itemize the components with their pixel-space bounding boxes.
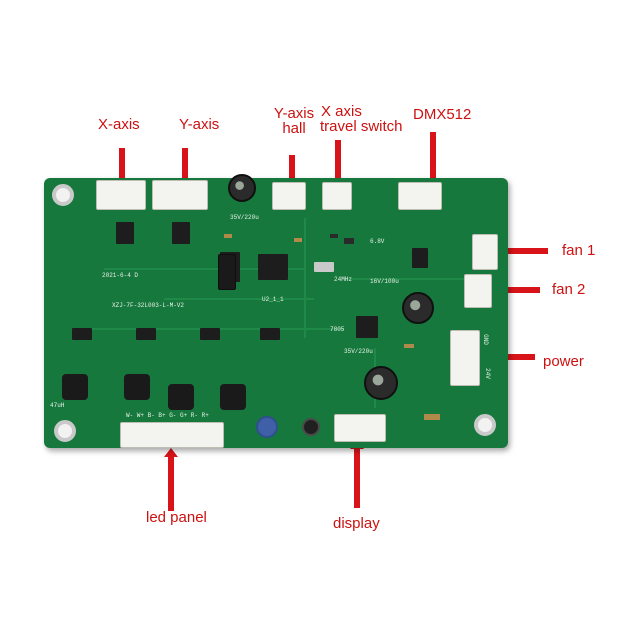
connector-y-axis [152, 180, 208, 210]
label-y-axis-hall: Y-axis hall [272, 106, 316, 136]
inductor [124, 374, 150, 400]
jumper-header [218, 254, 236, 290]
electrolytic-capacitor [364, 366, 398, 400]
pcb-board: GND 24V W- W+ B- B+ G- G+ R- R+ 35V/220u… [44, 174, 508, 448]
silk-u2: U2_1_1 [262, 296, 284, 303]
blue-capacitor [256, 416, 278, 438]
silk-cap3: 16V/100u [370, 278, 399, 285]
label-power: power [543, 353, 584, 370]
arrow-x-axis [115, 148, 129, 188]
silk-gnd: GND [481, 334, 489, 345]
inductor [168, 384, 194, 410]
label-dmx512: DMX512 [413, 106, 472, 123]
arrow-x-axis-travel-switch [331, 140, 345, 190]
label-display: display [333, 515, 380, 532]
mosfet [200, 328, 220, 340]
silk-vr: 6.8V [370, 238, 385, 245]
label-y-axis-hall-line1: Y-axis [273, 105, 315, 122]
arrow-y-axis-hall [285, 155, 299, 188]
electrolytic-capacitor [228, 174, 256, 202]
mosfet [136, 328, 156, 340]
silk-24v: 24V [483, 368, 491, 379]
connector-display [334, 414, 386, 442]
silk-board-id: XZJ-7F-32L003-L-M-V2 [112, 302, 185, 309]
ic-chip [172, 222, 190, 244]
label-fan2: fan 2 [552, 281, 586, 298]
silk-crystal: 24MHz [334, 276, 353, 283]
connector-fan1 [472, 234, 498, 270]
inductor [220, 384, 246, 410]
ic-main-chip [258, 254, 288, 280]
mounting-hole [52, 184, 74, 206]
silk-cap4: 35V/220u [344, 348, 373, 355]
ic-chip [116, 222, 134, 244]
regulator [356, 316, 378, 338]
connector-dmx512 [398, 182, 442, 210]
connector-y-axis-hall [272, 182, 306, 210]
inductor [62, 374, 88, 400]
mosfet [72, 328, 92, 340]
arrow-fan1 [496, 244, 548, 258]
label-x-axis-travel-switch: X axis travel switch [320, 104, 403, 134]
label-x-axis-travel-line1: X axis [321, 103, 362, 120]
electrolytic-capacitor [402, 292, 434, 324]
label-y-axis-hall-line2: hall [282, 120, 306, 137]
arrow-led-panel [164, 448, 178, 511]
label-led-panel: led panel [146, 509, 207, 526]
silk-ind: 47uH [50, 402, 65, 409]
label-x-axis-travel-line2: travel switch [320, 118, 403, 135]
silk-led-pins: W- W+ B- B+ G- G+ R- R+ [126, 412, 209, 419]
arrow-fan2 [496, 283, 540, 297]
silk-cap1: 35V/220u [230, 214, 259, 221]
label-x-axis: X-axis [98, 116, 140, 133]
mosfet [260, 328, 280, 340]
connector-x-axis-travel-switch [322, 182, 352, 210]
connector-x-axis [96, 180, 146, 210]
microphone [302, 418, 320, 436]
silk-reg: 7805 [330, 326, 345, 333]
ic-chip [412, 248, 428, 268]
connector-fan2 [464, 274, 492, 308]
crystal [314, 262, 334, 272]
arrow-display [350, 440, 364, 508]
silk-date: 2021-6-4 D [102, 272, 139, 279]
mounting-hole [474, 414, 496, 436]
mounting-hole [54, 420, 76, 442]
label-y-axis: Y-axis [179, 116, 220, 133]
connector-power [450, 330, 480, 386]
label-fan1: fan 1 [562, 242, 596, 259]
connector-led-panel [120, 422, 224, 448]
arrow-dmx512 [426, 132, 440, 190]
arrow-y-axis [178, 148, 192, 188]
